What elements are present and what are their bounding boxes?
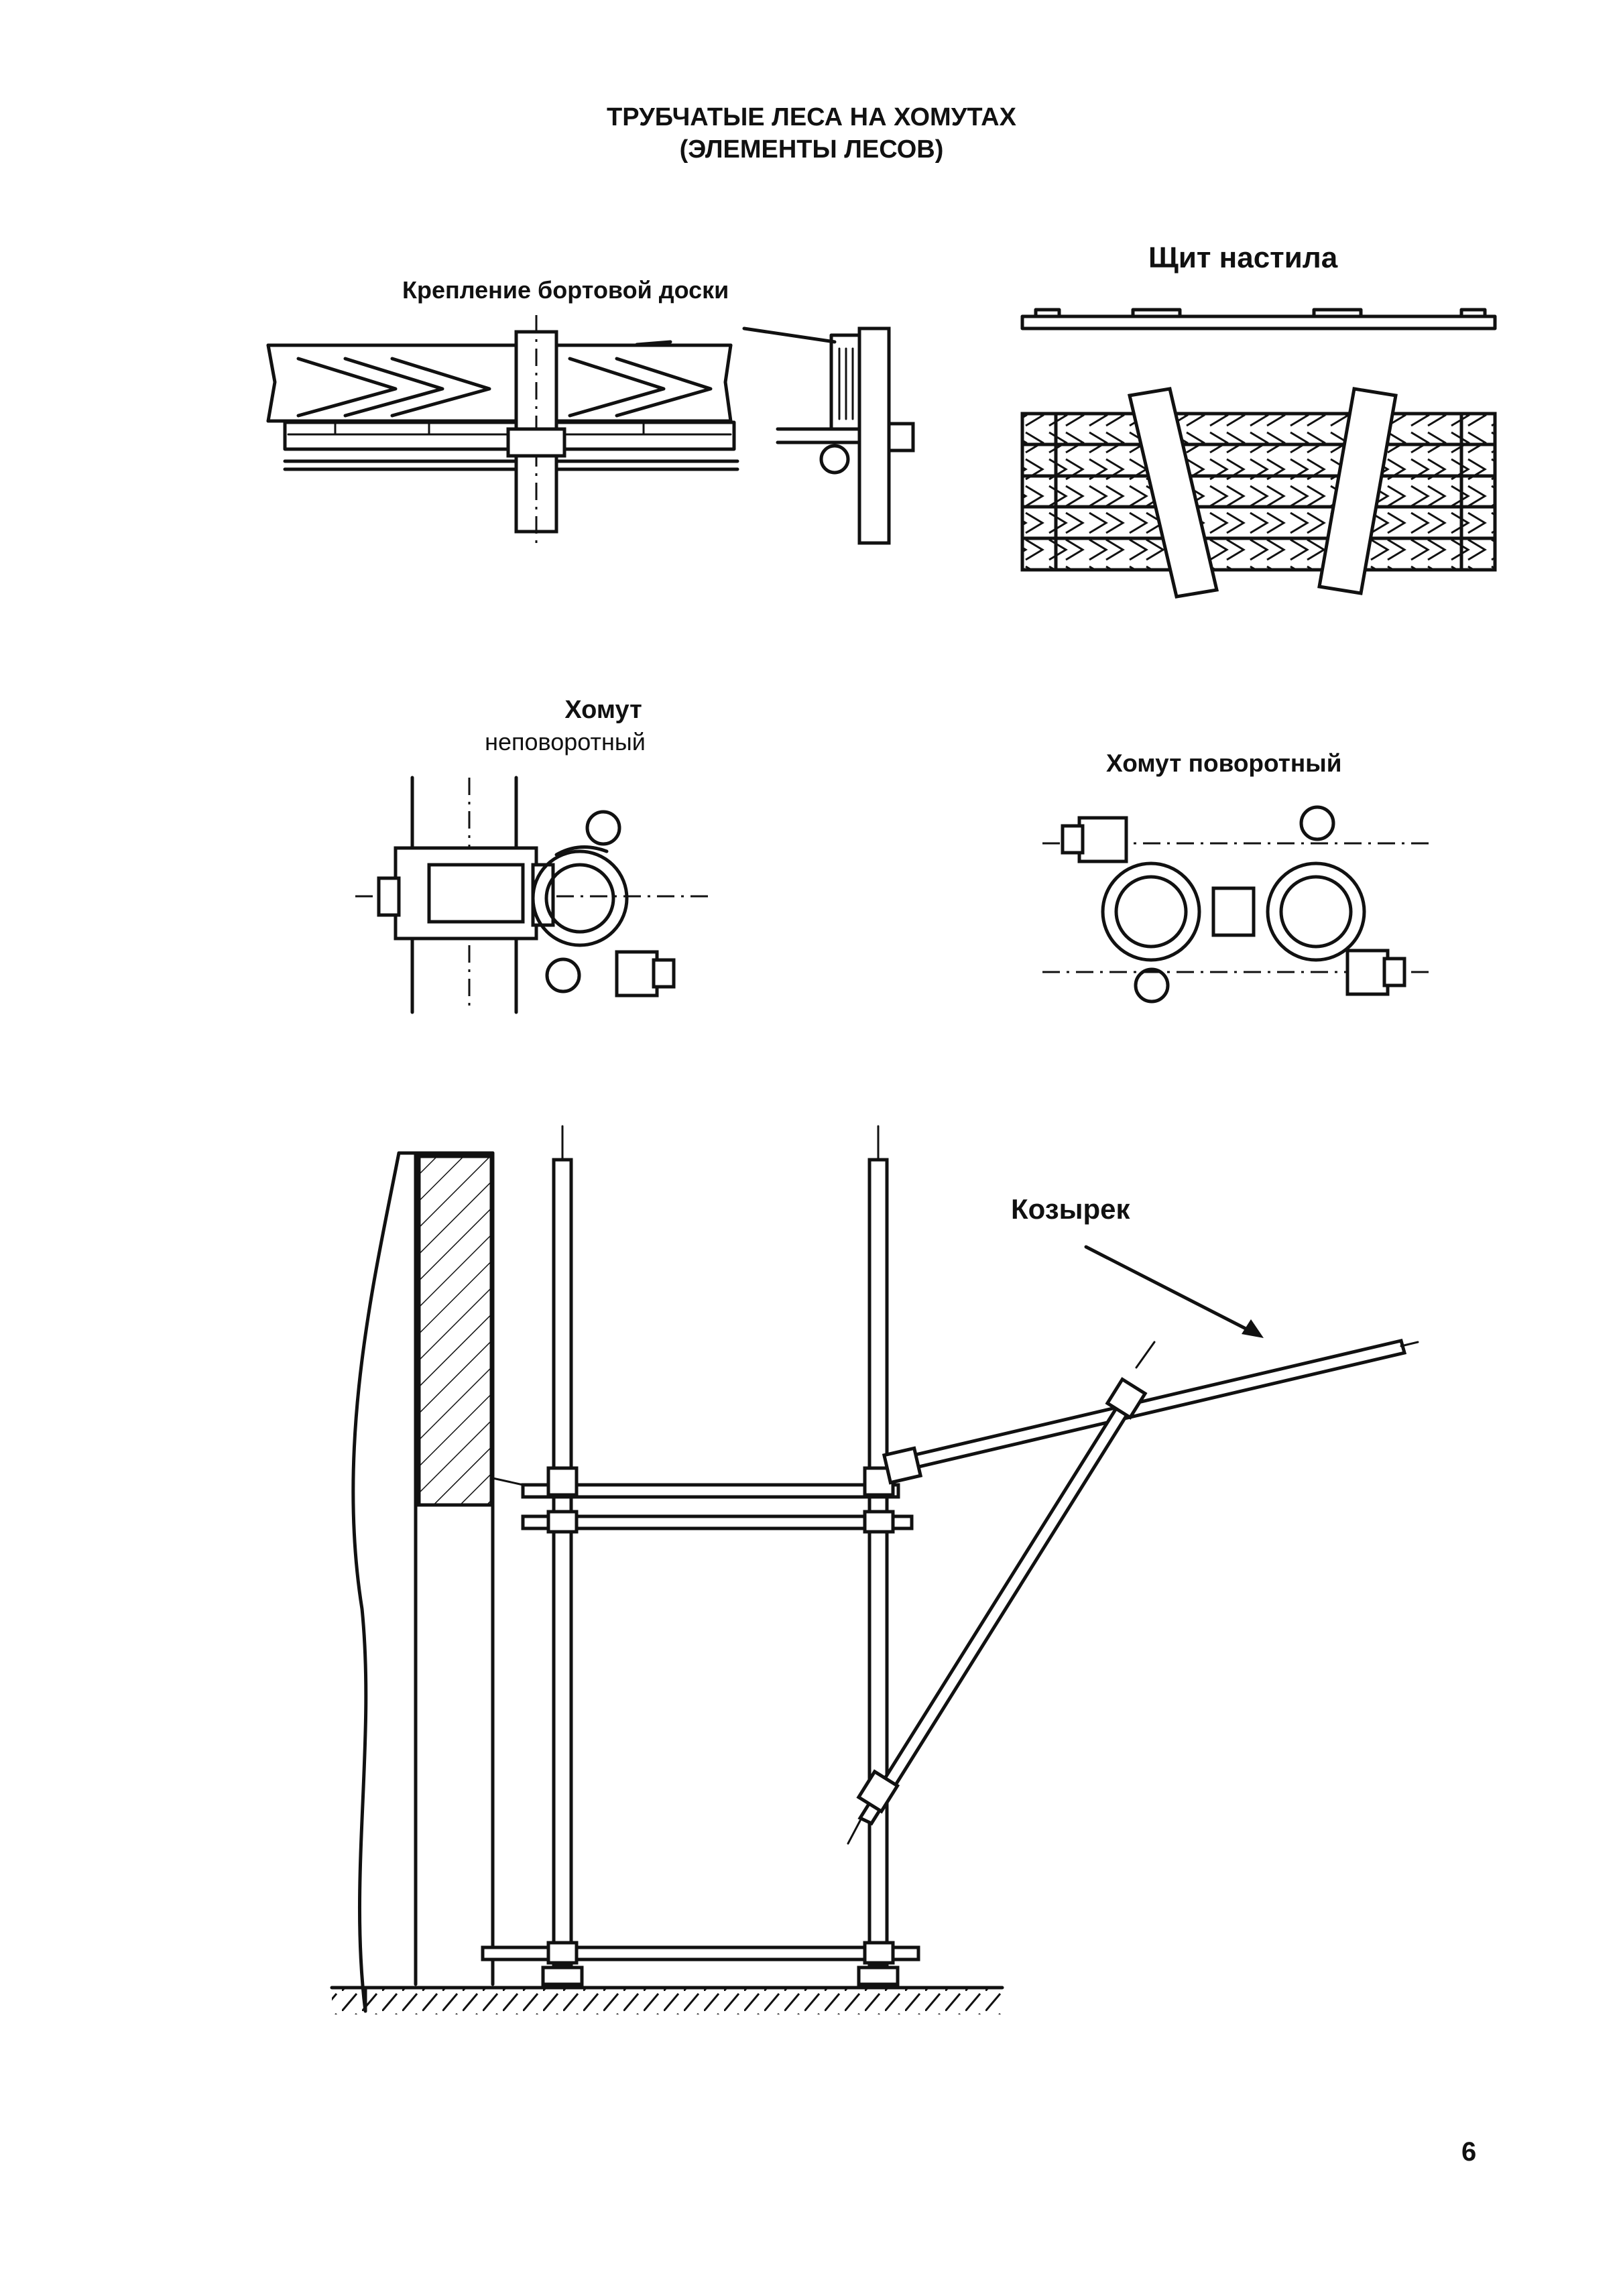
page-title-line-1: ТРУБЧАТЫЕ ЛЕСА НА ХОМУТАХ <box>607 103 1016 131</box>
page-title-line-2: (ЭЛЕМЕНТЫ ЛЕСОВ) <box>679 135 944 164</box>
page-number: 6 <box>1461 2137 1477 2167</box>
fixed-clamp-diagram <box>355 776 711 1014</box>
board-mount-diagram <box>266 315 915 545</box>
fixed-clamp-label: Хомут <box>564 696 642 724</box>
visor-label: Козырек <box>1011 1193 1130 1225</box>
board-mount-label: Крепление бортовой доски <box>402 276 729 304</box>
deck-shield-label: Щит настила <box>1148 241 1338 274</box>
swivel-clamp-diagram <box>1042 805 1435 1004</box>
fixed-clamp-sublabel: неповоротный <box>485 728 646 756</box>
swivel-clamp-label: Хомут поворотный <box>1106 749 1342 777</box>
deck-shield-diagram <box>1020 308 1497 599</box>
scaffold-visor-diagram <box>330 1125 1419 2014</box>
